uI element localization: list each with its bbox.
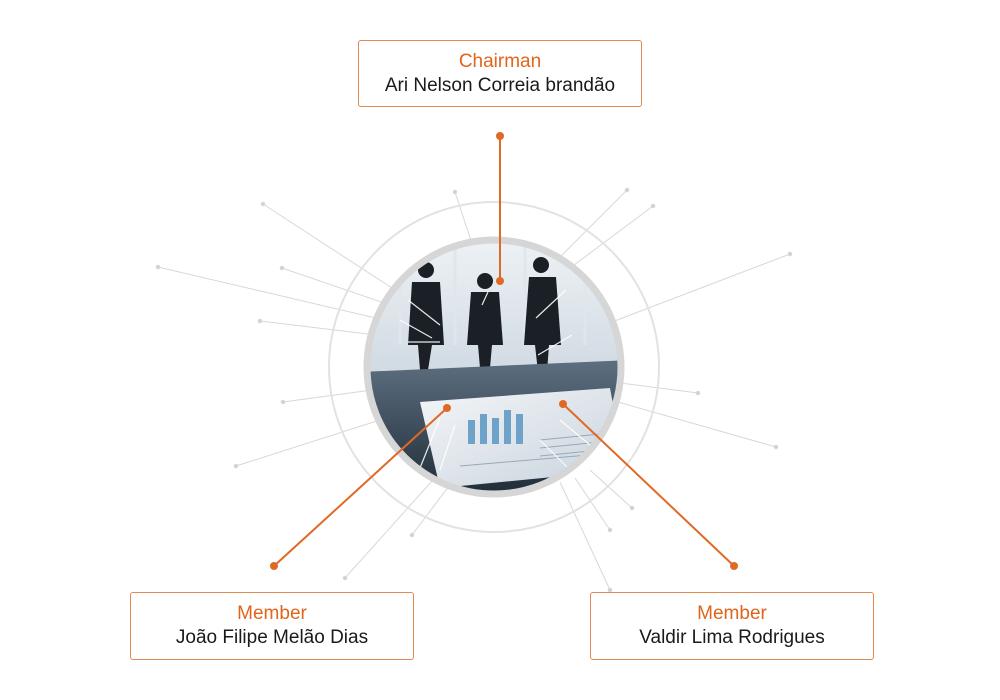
decorative-ray-dot [233,463,239,469]
decorative-ray [619,382,699,394]
decorative-ray [611,253,791,323]
decorative-ray-dot [260,201,266,207]
decorative-ray-dot [650,203,656,209]
decorative-ray [235,419,381,467]
decorative-ray [569,205,654,269]
connector-member-left [273,407,448,567]
decorative-ray [282,389,373,403]
decorative-ray [574,477,611,531]
member-right-role: Member [697,603,767,624]
connector-chairman-dot-top [496,132,504,140]
decorative-ray [262,203,393,289]
decorative-ray-dot [773,444,779,450]
connector-member-right [562,403,735,567]
chairman-box: Chairman Ari Nelson Correia brandão [358,40,642,107]
connector-member-right-dot-top [559,400,567,408]
decorative-ray-dot [695,390,701,396]
decorative-ray [559,481,611,591]
decorative-rays [155,187,793,593]
connector-chairman-dot-bottom [496,277,504,285]
decorative-ray-dot [607,527,613,533]
decorative-ray [259,320,377,336]
decorative-ray-dot [629,505,635,511]
decorative-ray [589,469,633,509]
decorative-ray-dot [409,532,415,538]
decorative-ray-dot [452,189,458,195]
decorative-ray-dot [787,251,793,257]
decorative-ray-dot [342,575,348,581]
outer-ring [328,201,660,533]
decorative-ray-dot [155,264,161,270]
member-left-name: João Filipe Melão Dias [175,627,369,648]
decorative-ray [281,267,391,306]
chairman-name: Ari Nelson Correia brandão [384,74,616,96]
member-box-left: Member João Filipe Melão Dias [130,592,414,660]
decorative-ray-dot [280,399,286,405]
photo-spokes [399,289,591,471]
decorative-ray [617,401,777,448]
connector-member-right-dot-bottom [730,562,738,570]
decorative-ray-dot [279,265,285,271]
connectors [270,132,738,570]
member-box-right: Member Valdir Lima Rodrigues [590,592,874,660]
decorative-ray [554,189,628,263]
connector-member-left-dot-top [443,404,451,412]
connector-member-left-dot-bottom [270,562,278,570]
chairman-role: Chairman [458,50,542,72]
photo-frame [363,236,625,498]
decorative-ray-dot [624,187,630,193]
decorative-ray [157,266,385,321]
decorative-ray [344,471,441,579]
member-right-name: Valdir Lima Rodrigues [639,627,825,648]
decorative-ray-dot [257,318,263,324]
business-meeting-photo [368,241,620,493]
decorative-ray-dot [607,587,613,593]
member-left-role: Member [237,603,307,624]
